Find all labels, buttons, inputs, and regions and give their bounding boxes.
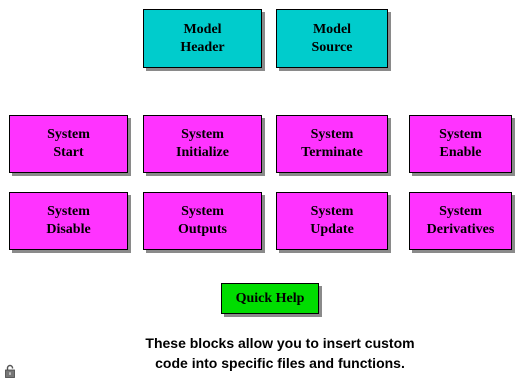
lock-icon — [5, 364, 15, 378]
quick-help-button[interactable]: Quick Help — [221, 283, 319, 314]
system-outputs-block[interactable]: System Outputs — [143, 192, 262, 250]
quick-help-label: Quick Help — [235, 290, 305, 306]
description-caption: These blocks allow you to insert custom … — [145, 335, 415, 371]
system-disable-label: System Disable — [46, 204, 91, 237]
system-start-block[interactable]: System Start — [9, 115, 128, 173]
system-terminate-label: System Terminate — [301, 127, 363, 160]
system-start-label: System Start — [47, 127, 90, 160]
model-source-label: Model Source — [311, 21, 353, 55]
model-header-label: Model Header — [180, 21, 225, 55]
system-update-block[interactable]: System Update — [276, 192, 388, 250]
system-initialize-label: System Initialize — [176, 127, 229, 160]
system-initialize-block[interactable]: System Initialize — [143, 115, 262, 173]
system-derivatives-label: System Derivatives — [426, 204, 495, 237]
system-enable-label: System Enable — [439, 127, 482, 160]
system-disable-block[interactable]: System Disable — [9, 192, 128, 250]
model-header-block[interactable]: Model Header — [143, 9, 262, 68]
system-enable-block[interactable]: System Enable — [409, 115, 512, 173]
system-terminate-block[interactable]: System Terminate — [276, 115, 388, 173]
model-source-block[interactable]: Model Source — [276, 9, 388, 68]
system-outputs-label: System Outputs — [177, 204, 228, 237]
system-derivatives-block[interactable]: System Derivatives — [409, 192, 512, 250]
system-update-label: System Update — [310, 204, 354, 237]
